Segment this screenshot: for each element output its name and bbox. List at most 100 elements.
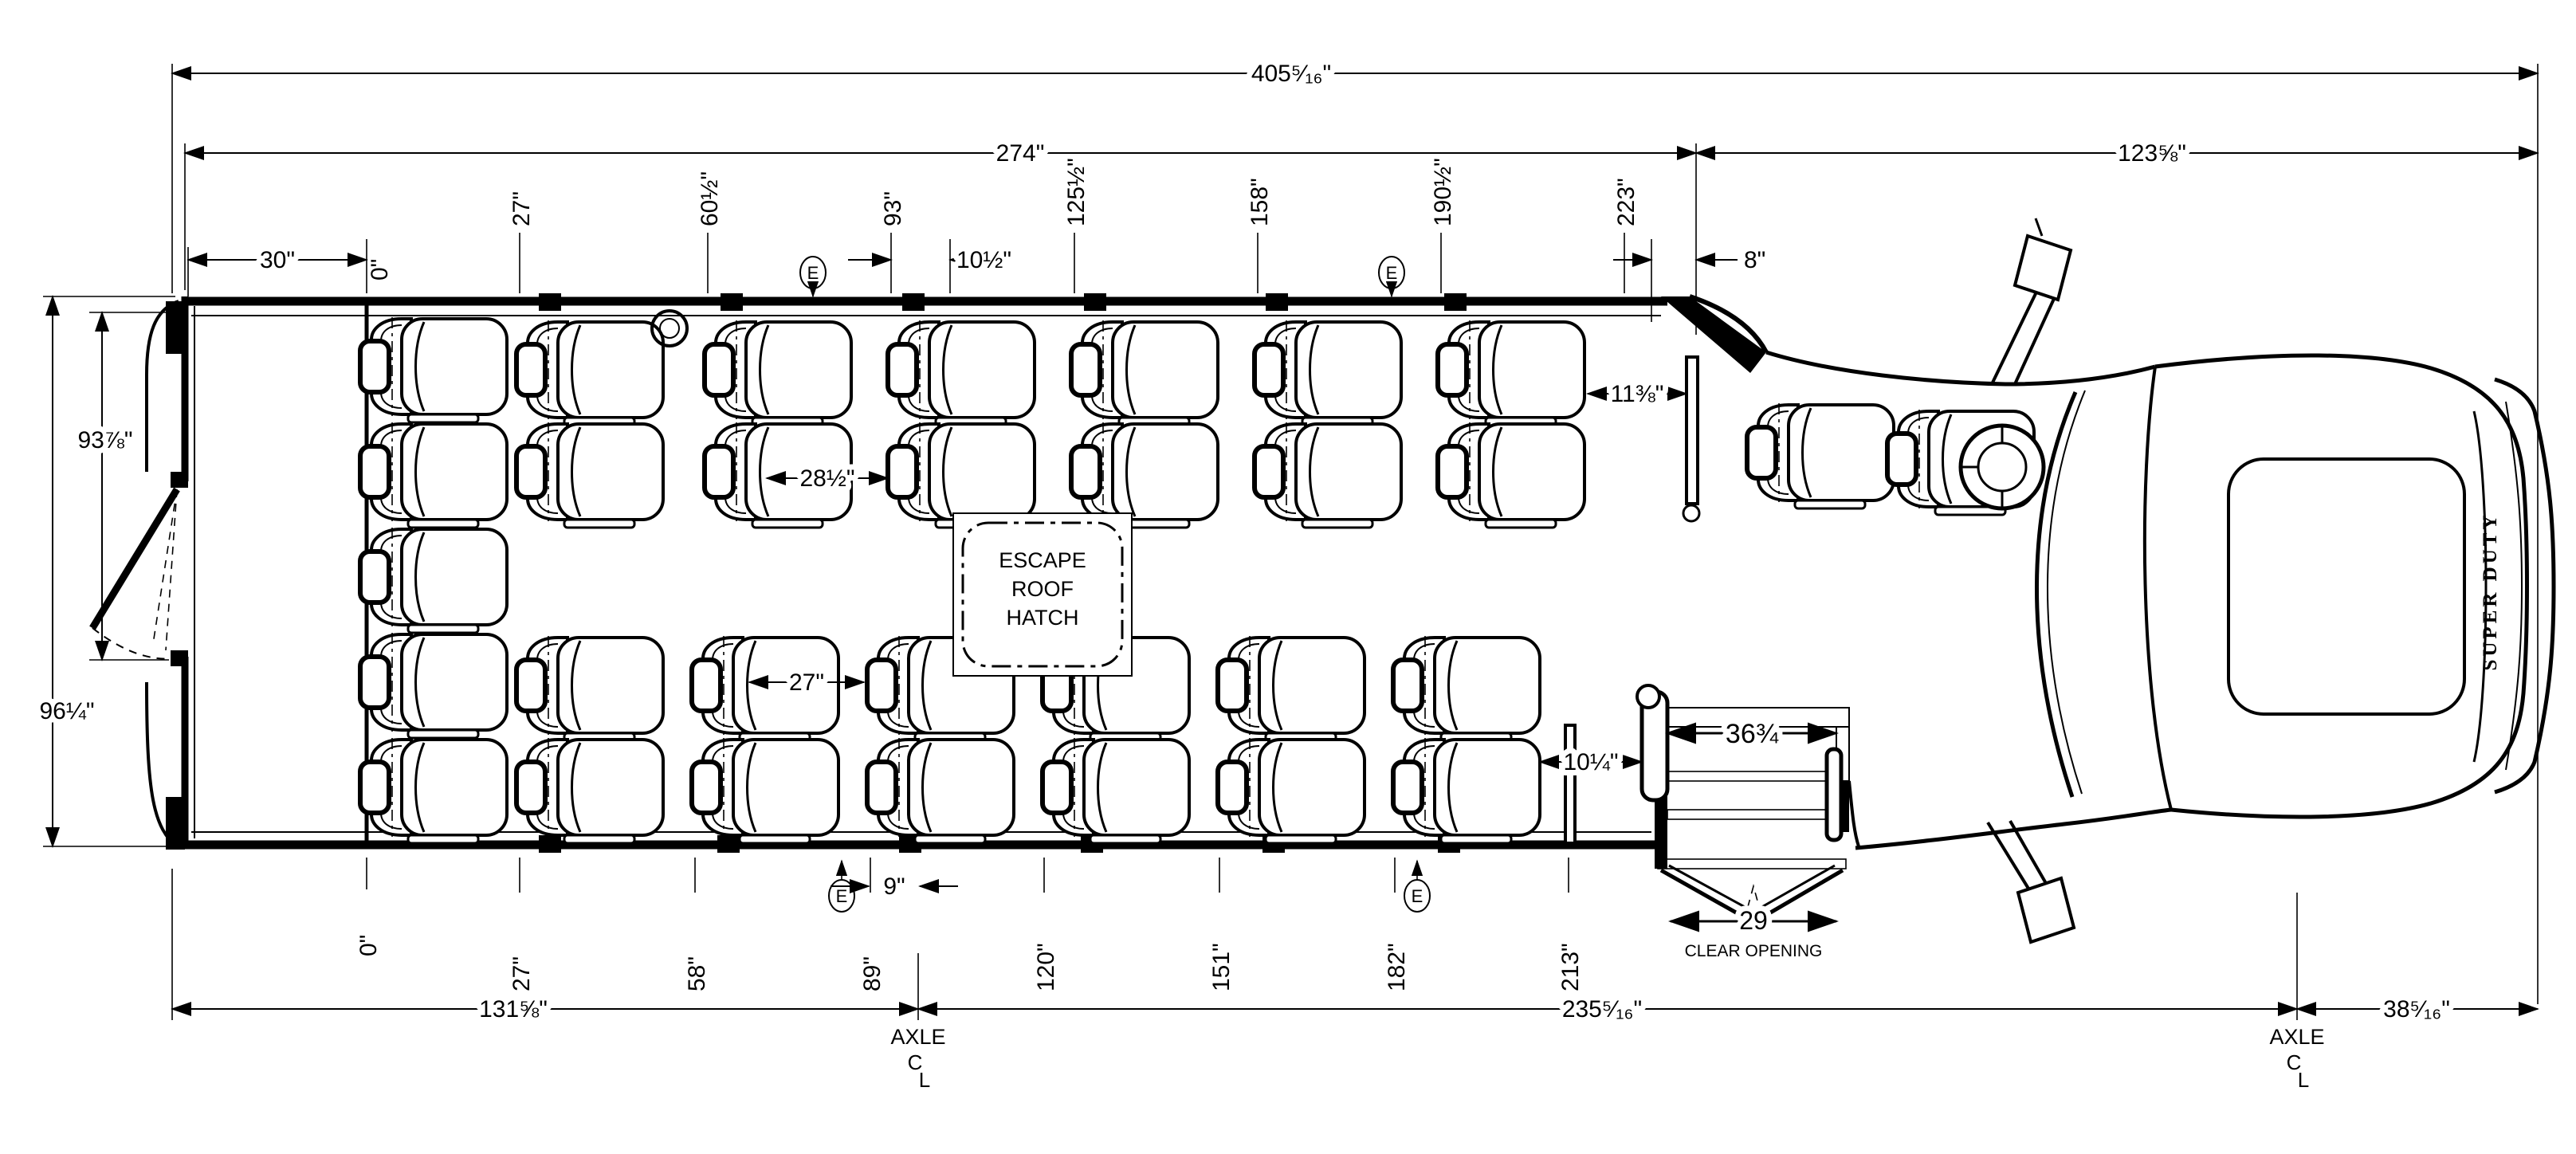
ordinate-bottom-27: 27" — [509, 956, 535, 991]
centerline-l-front: L — [2298, 1068, 2309, 1092]
front-bumper — [2494, 377, 2556, 795]
dim-gap-11-38: 11⅜" — [1611, 381, 1664, 407]
ordinate-bottom-151: 151" — [1208, 943, 1235, 991]
exit-marker-top-2: E — [1386, 263, 1398, 283]
bottom-ordinates: 0" 27" 58" 89" 120" 151" 182" 213" 9" — [355, 858, 1584, 991]
cowl-line — [2142, 366, 2173, 811]
emergency-exit-markers: E E E E — [799, 256, 1431, 913]
ordinate-top-60half: 60½" — [697, 171, 723, 226]
top-window-pillars — [539, 293, 1467, 311]
dim-width-96-14: 96¼" — [39, 698, 94, 724]
ordinate-top-27: 27" — [509, 191, 535, 226]
ordinate-bottom-58: 58" — [684, 956, 710, 991]
grab-ring-inner-icon — [659, 318, 680, 339]
axle-label-rear: AXLE — [890, 1025, 945, 1049]
passenger-seats — [360, 309, 2034, 845]
entry-grab-rail-right — [1824, 747, 1844, 842]
seat — [360, 528, 507, 633]
brand-label: SUPER DUTY — [2480, 512, 2501, 670]
seat — [1393, 636, 1540, 741]
ordinate-top-190half: 190½" — [1430, 158, 1456, 226]
dim-gap-9: 9" — [883, 873, 905, 900]
dim-zero-bottom: 0" — [355, 935, 382, 956]
cab-front-end: SUPER DUTY — [1765, 218, 2556, 944]
cab-passenger-seat — [1747, 403, 1894, 508]
seat — [1071, 422, 1218, 528]
seat — [516, 738, 663, 843]
stair-left-frame — [1655, 781, 1667, 869]
ordinate-top-223: 223" — [1613, 178, 1639, 226]
dim-front-overhang: 38⁵⁄₁₆" — [2383, 996, 2450, 1023]
hood-outline — [2154, 353, 2529, 819]
top-dimensions: 405⁵⁄₁₆" 274" 123⅝" 30" 0" 27" 60½" 93" … — [171, 55, 2539, 1004]
ordinate-bottom-182: 182" — [1384, 943, 1410, 991]
dim-width-93-78: 93⅞" — [77, 427, 132, 453]
seat — [360, 633, 507, 738]
seat — [1255, 422, 1401, 528]
dim-front-length: 123⅝" — [2118, 140, 2186, 167]
centerline-l-rear: L — [919, 1068, 930, 1092]
exit-marker-bottom-2: E — [1412, 886, 1423, 906]
dim-gap-10half: 10½" — [956, 247, 1011, 273]
exit-marker-bottom-1: E — [836, 886, 848, 906]
stanchion-post — [1685, 355, 1699, 505]
front-bumper-inner — [2505, 401, 2523, 771]
mirror-top-icon — [1991, 218, 2073, 385]
ordinate-bottom-120: 120" — [1033, 943, 1059, 991]
dim-rear-axle-to-bumper: 131⅝" — [479, 996, 548, 1023]
seat — [1393, 738, 1540, 843]
ordinate-bottom-213: 213" — [1557, 943, 1584, 991]
seat — [360, 422, 507, 528]
cab-top-edge — [1765, 350, 2156, 387]
centerline-c-rear: C — [908, 1050, 923, 1074]
seat — [1255, 320, 1401, 426]
ordinate-top-125half: 125½" — [1063, 158, 1090, 226]
escape-hatch-label-line2: ROOF — [1011, 577, 1074, 601]
body-taper-wedge — [1661, 296, 1766, 373]
seat — [705, 320, 851, 426]
dim-gap-10-14: 10¼" — [1563, 749, 1618, 775]
stanchion-base-icon — [1682, 504, 1701, 523]
axle-label-front: AXLE — [2269, 1025, 2324, 1049]
modesty-panel — [1564, 724, 1577, 845]
rear-door-open — [89, 472, 188, 666]
seat — [888, 422, 1035, 528]
seat — [1438, 422, 1584, 528]
seat — [692, 738, 838, 843]
dim-gap-8: 8" — [1744, 247, 1765, 273]
clear-opening-label: CLEAR OPENING — [1685, 942, 1823, 960]
dim-knee-28half: 28½" — [799, 465, 854, 492]
dim-knee-27: 27" — [789, 669, 824, 696]
escape-hatch-label-line3: HATCH — [1007, 606, 1079, 630]
seat — [867, 738, 1014, 843]
windshield-line — [2035, 391, 2078, 798]
entry-grab-rail-left-end-icon — [1636, 684, 1661, 709]
dim-wheelbase: 235⁵⁄₁₆" — [1562, 996, 1642, 1023]
escape-hatch-label-line1: ESCAPE — [999, 548, 1086, 572]
grab-ring-icon — [650, 309, 689, 347]
dim-clear-opening-29: 29 — [1739, 906, 1768, 935]
steering-wheel-icon — [1958, 423, 2046, 511]
seat — [1071, 320, 1218, 426]
centerline-c-front: C — [2287, 1050, 2302, 1074]
hood-front-edge — [2472, 410, 2488, 763]
dim-rear-30: 30" — [260, 247, 295, 273]
cab-bottom-edge — [1855, 807, 2172, 850]
interior-dimensions: 28½" 27" 11⅜" 10¼" 36¾ 29 CLEAR OPENING — [748, 375, 1839, 960]
mirror-bottom-icon — [1986, 820, 2076, 944]
seat — [516, 422, 663, 528]
seat — [1218, 636, 1365, 741]
dim-body-length: 274" — [996, 140, 1045, 167]
seat — [516, 320, 663, 426]
cab-door-jamb — [1848, 780, 1860, 847]
dim-overall-length: 405⁵⁄₁₆" — [1251, 61, 1331, 87]
seat — [1218, 738, 1365, 843]
body-taper-curve — [1689, 294, 1769, 354]
entry-stairwell — [1636, 684, 1850, 922]
dim-zero-top: 0" — [367, 259, 393, 281]
seat — [1438, 320, 1584, 426]
ordinate-top-93: 93" — [880, 191, 906, 226]
seat — [888, 320, 1035, 426]
escape-roof-hatch: ESCAPE ROOF HATCH — [952, 512, 1133, 677]
